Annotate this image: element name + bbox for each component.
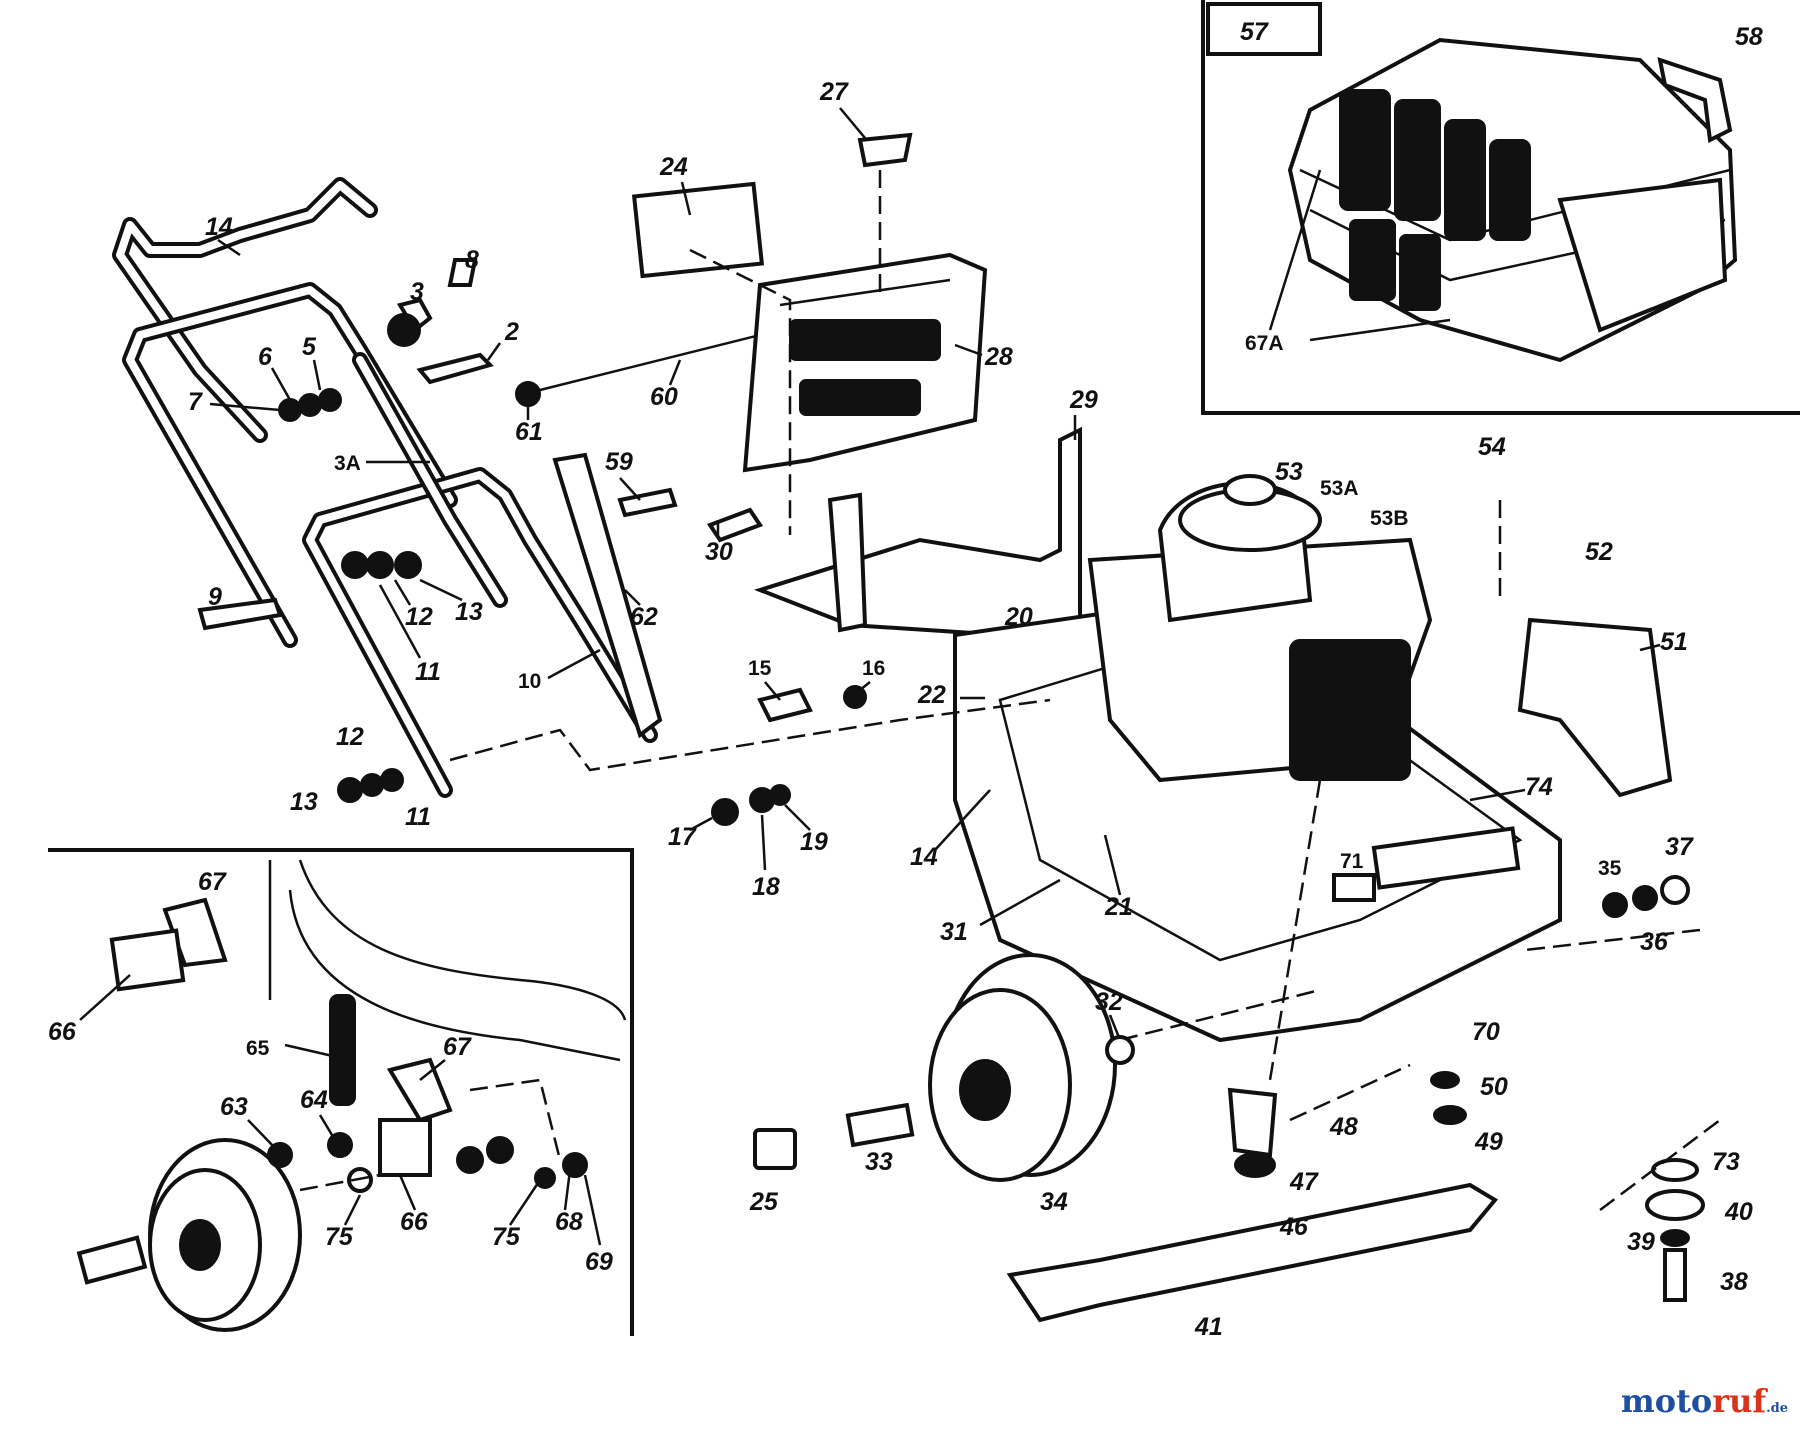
label-67a: 67A (1245, 332, 1284, 355)
label-35: 35 (1598, 857, 1622, 880)
label-28: 28 (984, 343, 1013, 371)
label-20: 20 (1004, 603, 1033, 631)
label-53: 53 (1275, 458, 1303, 486)
label-15: 15 (748, 657, 772, 680)
label-38: 38 (1720, 1268, 1748, 1296)
label-14-handle: 14 (205, 213, 233, 241)
label-52: 52 (1585, 538, 1613, 566)
label-24: 24 (659, 153, 688, 181)
label-12-lower: 12 (336, 723, 364, 751)
label-66-bottom: 66 (400, 1208, 429, 1236)
label-13-lower: 13 (290, 788, 318, 816)
leader-lines (299, 170, 1721, 1211)
blade-drawing (753, 1087, 1705, 1323)
label-53b: 53B (1370, 507, 1409, 530)
label-9: 9 (208, 583, 222, 611)
label-47: 47 (1289, 1168, 1319, 1196)
label-60: 60 (650, 383, 678, 411)
label-49: 49 (1474, 1128, 1503, 1156)
watermark-part2: ruf (1712, 1382, 1767, 1420)
label-19-lower: 19 (800, 828, 828, 856)
label-37: 37 (1665, 833, 1694, 861)
callout-labels: 57 58 67A 27 24 28 14 3 8 2 6 5 7 3A 60 … (48, 18, 1763, 1341)
label-69: 69 (585, 1248, 613, 1276)
label-10: 10 (518, 670, 541, 693)
inset-frame-top-right (1201, 0, 1800, 415)
label-2: 2 (504, 318, 519, 346)
label-36: 36 (1640, 928, 1669, 956)
label-16: 16 (862, 657, 885, 680)
label-61: 61 (515, 418, 543, 446)
label-63: 63 (220, 1093, 248, 1121)
label-57: 57 (1240, 18, 1269, 46)
label-8: 8 (465, 246, 479, 274)
label-12-upper: 12 (405, 603, 433, 631)
inset-bottom-left-parts (109, 859, 627, 1193)
label-3a: 3A (334, 452, 361, 475)
label-30: 30 (705, 538, 733, 566)
control-panel-drawing (631, 181, 988, 473)
label-75-left: 75 (325, 1223, 354, 1251)
label-41: 41 (1194, 1313, 1223, 1341)
label-59: 59 (605, 448, 633, 476)
label-70: 70 (1472, 1018, 1500, 1046)
label-33: 33 (865, 1148, 893, 1176)
label-66-top: 66 (48, 1018, 77, 1046)
label-48: 48 (1329, 1113, 1358, 1141)
label-68: 68 (555, 1208, 583, 1236)
label-53a: 53A (1320, 477, 1359, 500)
label-73: 73 (1712, 1148, 1740, 1176)
bracket-drawing (753, 426, 1082, 643)
label-31: 31 (940, 918, 968, 946)
label-67-top: 67 (198, 868, 227, 896)
watermark-suffix: .de (1766, 1401, 1788, 1416)
label-7: 7 (188, 388, 203, 416)
deck-and-engine-drawing (953, 474, 1673, 1043)
label-11-lower: 11 (405, 803, 431, 831)
label-51: 51 (1660, 628, 1688, 656)
label-39: 39 (1627, 1228, 1655, 1256)
watermark-part1: moto (1620, 1382, 1713, 1420)
label-21: 21 (1104, 893, 1133, 921)
fasteners-drawing (197, 132, 913, 826)
label-25: 25 (749, 1188, 779, 1216)
wheel-small-drawing (76, 1138, 302, 1332)
grass-catcher-drawing (1287, 37, 1738, 363)
label-29: 29 (1069, 386, 1098, 414)
wheel-large-drawing (928, 953, 1117, 1182)
label-40: 40 (1724, 1198, 1753, 1226)
label-67-mid: 67 (443, 1033, 472, 1061)
label-3: 3 (410, 278, 424, 306)
label-11-upper: 11 (415, 658, 441, 686)
label-6: 6 (258, 343, 273, 371)
label-46: 46 (1279, 1213, 1309, 1241)
label-32: 32 (1095, 988, 1123, 1016)
label-27: 27 (819, 78, 849, 106)
label-58: 58 (1735, 23, 1763, 51)
label-64: 64 (300, 1086, 328, 1114)
handle-bars-drawing (112, 177, 663, 798)
label-74: 74 (1525, 773, 1553, 801)
label-65: 65 (246, 1037, 270, 1060)
watermark-logo: motoruf.de (1621, 1382, 1788, 1420)
label-54: 54 (1478, 433, 1506, 461)
label-18: 18 (752, 873, 780, 901)
label-5: 5 (302, 333, 317, 361)
label-13-upper: 13 (455, 598, 483, 626)
label-34: 34 (1040, 1188, 1068, 1216)
label-71: 71 (1340, 850, 1364, 873)
label-62: 62 (630, 603, 658, 631)
label-22: 22 (917, 681, 946, 709)
label-50: 50 (1480, 1073, 1508, 1101)
label-75-right: 75 (492, 1223, 521, 1251)
inset-frame-bottom-left (48, 848, 634, 1336)
label-14-deck: 14 (910, 843, 938, 871)
